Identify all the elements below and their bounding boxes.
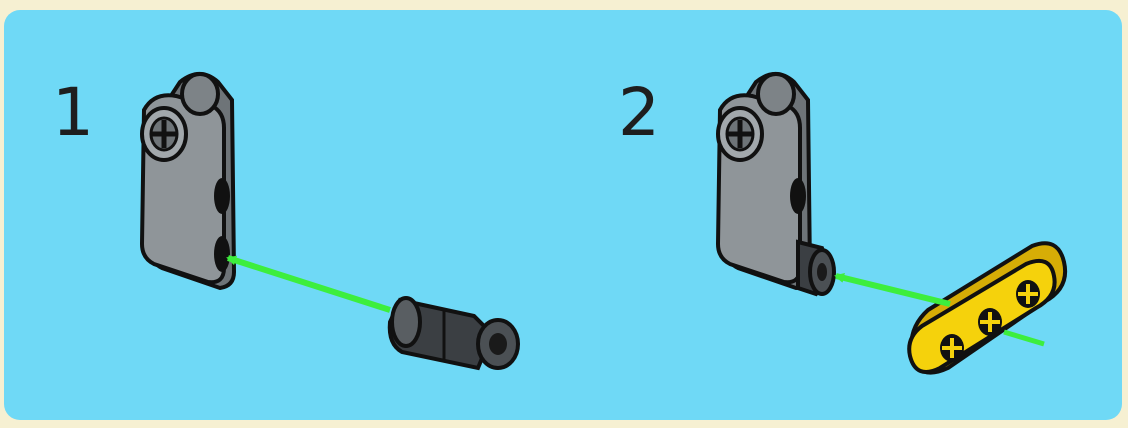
pin-hole-icon bbox=[790, 178, 806, 214]
instruction-panel: 1 2 bbox=[4, 10, 1122, 420]
axle-hole-icon bbox=[142, 108, 186, 160]
step-2-yellow-beam bbox=[909, 243, 1065, 372]
step-1-gray-connector bbox=[142, 74, 234, 288]
assembly-arrow-icon bbox=[1004, 332, 1044, 344]
step-1-black-pin bbox=[390, 298, 518, 368]
axle-hole-icon bbox=[718, 108, 762, 160]
assembly-arrow-icon bbox=[836, 276, 950, 304]
assembly-illustration bbox=[4, 10, 1122, 420]
step-2-black-pin bbox=[798, 242, 834, 294]
assembly-arrow-icon bbox=[228, 258, 390, 310]
